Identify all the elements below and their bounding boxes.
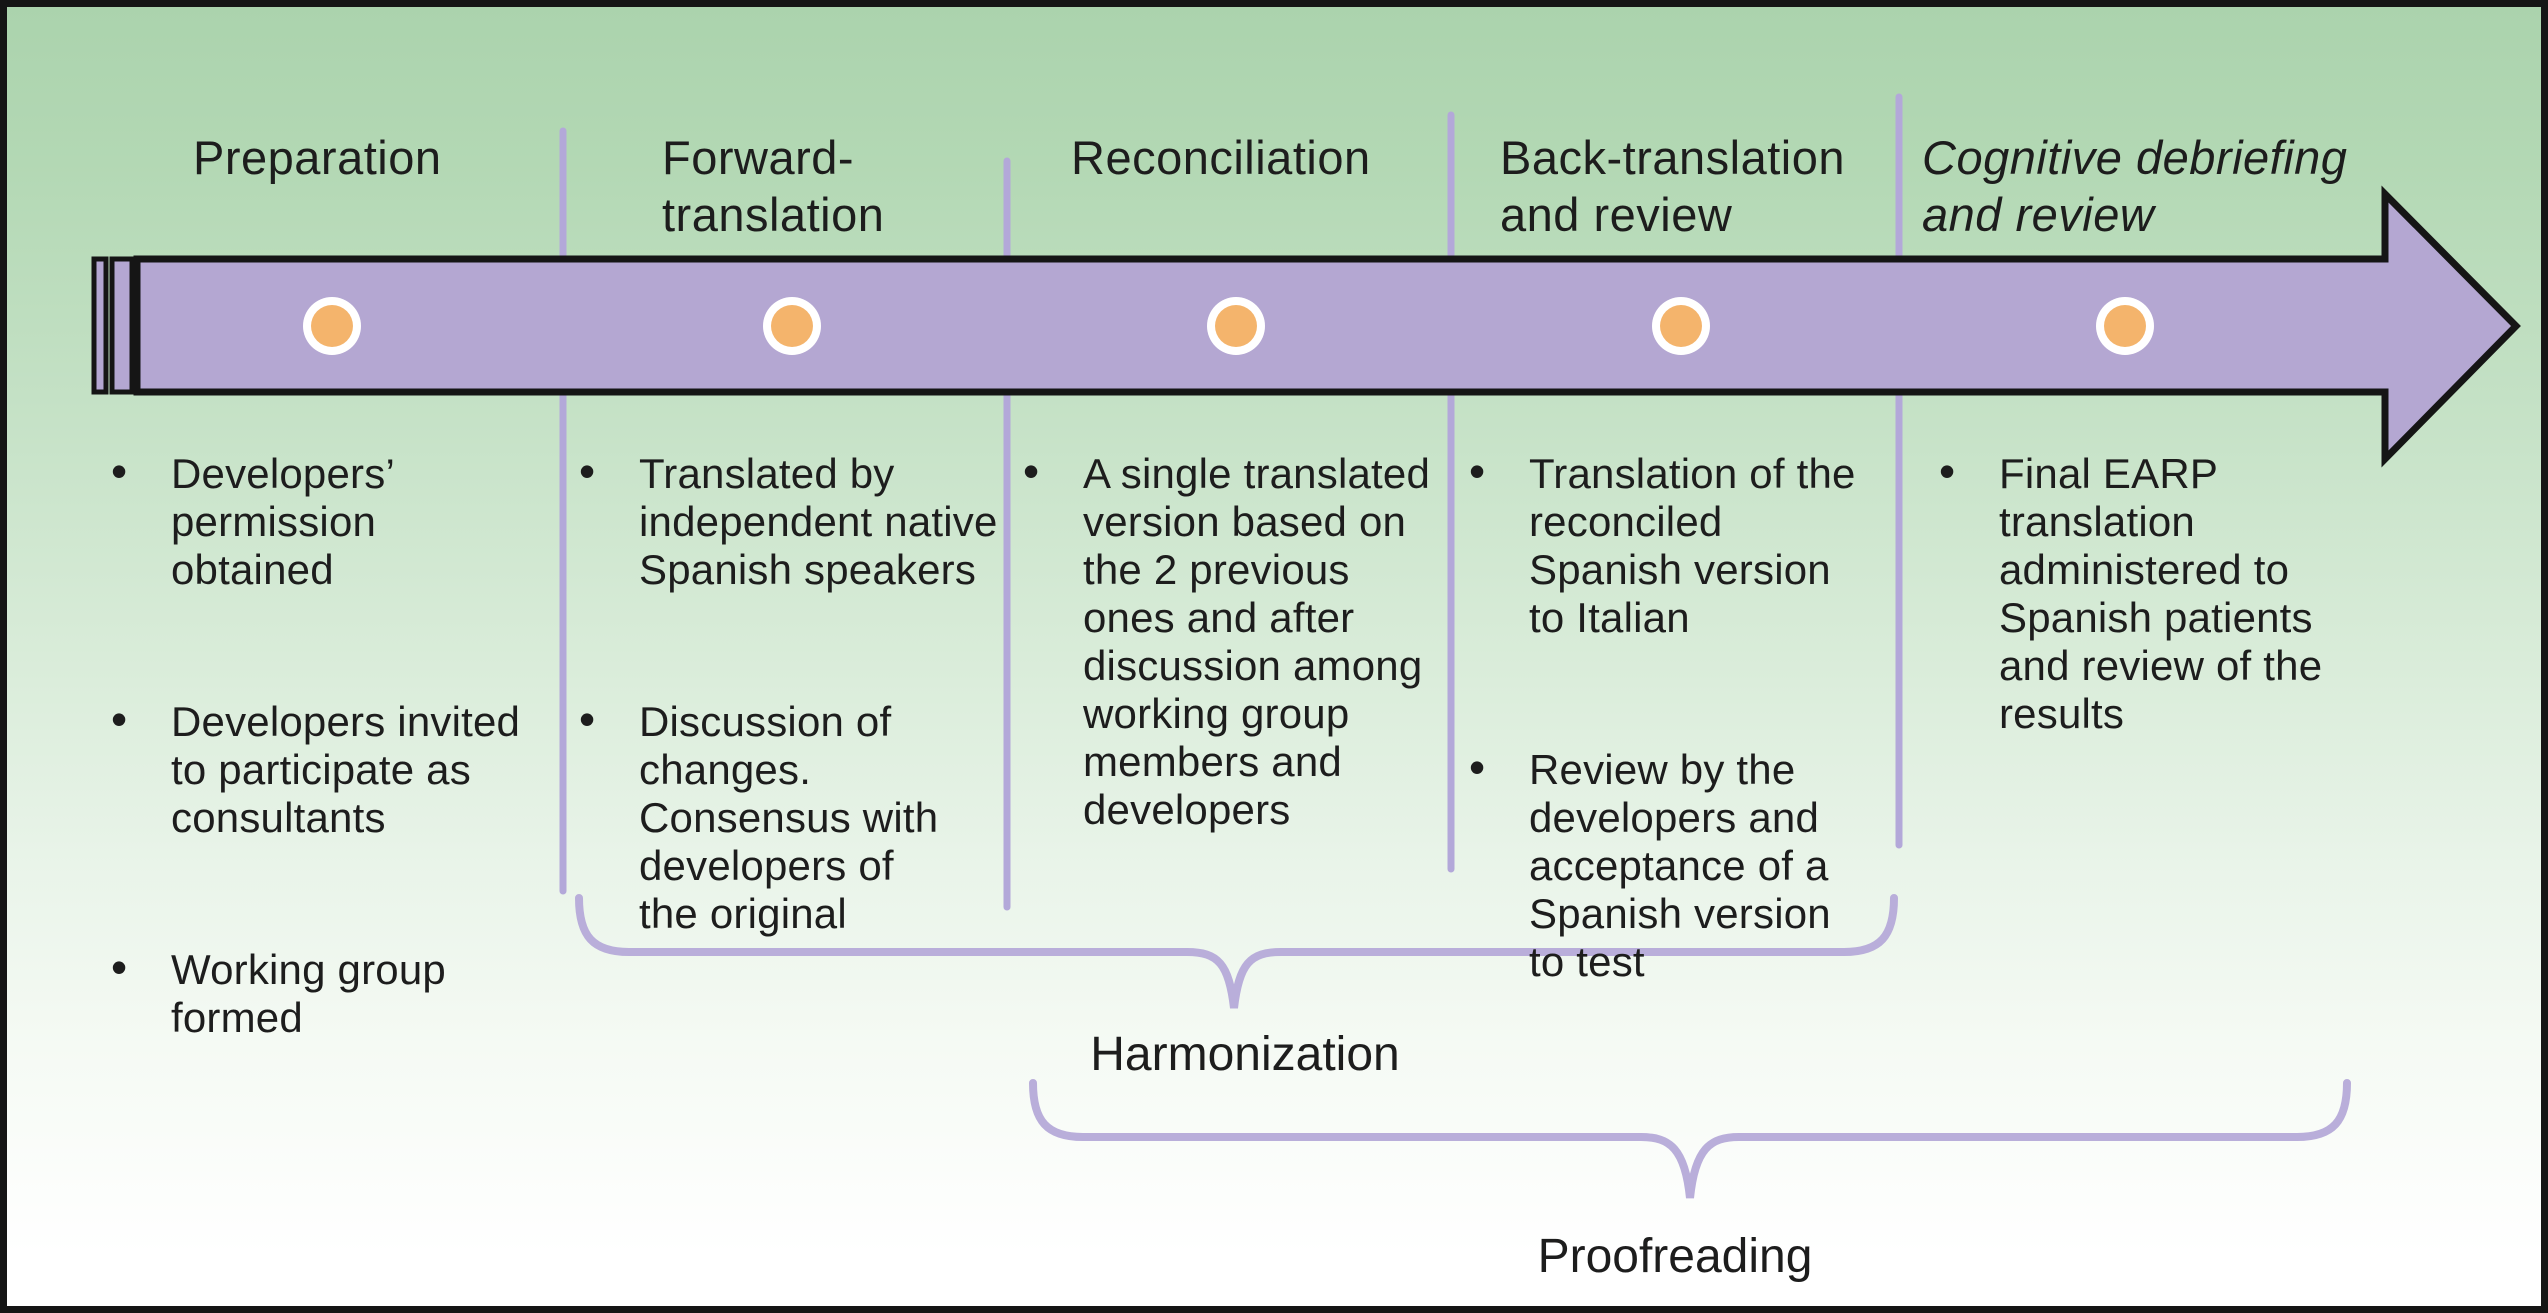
timeline-arrow	[133, 185, 2521, 468]
stage-title-reconciliation: Reconciliation	[1071, 131, 1371, 184]
list-item: • Review by the developers and acceptance…	[1465, 741, 1905, 986]
bullet-list-reconciliation: • A single translated version based on th…	[1019, 402, 1459, 882]
stage-marker-dot-icon	[771, 305, 813, 347]
list-item: • Developers’ permission obtained	[107, 445, 567, 594]
bullet-text: Developers invited to participate as con…	[171, 698, 521, 841]
bullet-list-back-translation: • Translation of the reconciled Spanish v…	[1465, 402, 1905, 1034]
bullet-text: Review by the developers and acceptance …	[1529, 746, 1831, 985]
stage-marker-dots	[303, 297, 2154, 355]
bullet-text: Translation of the reconciled Spanish ve…	[1529, 450, 1856, 641]
stage-marker-dot-icon	[1660, 305, 1702, 347]
bullet-text: Discussion of changes. Consensus with de…	[639, 698, 939, 937]
diagram-shapes	[91, 93, 2521, 1199]
stage-marker-dot-icon	[311, 305, 353, 347]
bullet-icon: •	[1023, 445, 1040, 497]
harmonization-label: Harmonization	[1090, 1028, 1400, 1081]
proofreading-brace	[1029, 1079, 2351, 1199]
list-item: • A single translated version based on th…	[1019, 445, 1459, 834]
bullet-list-preparation: • Developers’ permission obtained • Develo…	[107, 402, 567, 1090]
stage-title-forward-translation: Forward- translation	[662, 131, 885, 241]
bullet-text: A single translated version based on the…	[1083, 450, 1431, 833]
bullet-icon: •	[579, 693, 596, 745]
stage-title-preparation: Preparation	[193, 131, 442, 184]
bullet-icon: •	[1469, 741, 1486, 793]
bullet-text: Developers’ permission obtained	[171, 450, 395, 593]
bullet-icon: •	[111, 445, 128, 497]
bullet-list-forward-translation: • Translated by independent native Spanis…	[575, 402, 1015, 986]
bullet-icon: •	[579, 445, 596, 497]
bullet-text: Translated by independent native Spanish…	[639, 450, 998, 593]
list-item: • Translation of the reconciled Spanish v…	[1465, 445, 1905, 642]
bullet-text: Final EARP translation administered to S…	[1999, 450, 2323, 737]
arrow-tail-bar-2	[109, 256, 135, 395]
bullet-text: Working group formed	[171, 946, 446, 1041]
bullet-icon: •	[111, 693, 128, 745]
list-item: • Discussion of changes. Consensus with d…	[575, 693, 1015, 938]
proofreading-label: Proofreading	[1537, 1230, 1813, 1283]
bullet-icon: •	[1469, 445, 1486, 497]
list-item: • Final EARP translation administered to …	[1935, 445, 2365, 738]
stage-marker-dot-icon	[1215, 305, 1257, 347]
list-item: • Translated by independent native Spanis…	[575, 445, 1015, 594]
bullet-list-cognitive-debriefing: • Final EARP translation administered to …	[1935, 402, 2365, 786]
list-item: • Developers invited to participate as co…	[107, 693, 567, 842]
stage-marker-dot-icon	[2104, 305, 2146, 347]
stage-title-cognitive-debriefing: Cognitive debriefing and review	[1922, 131, 2348, 241]
bullet-icon: •	[1939, 445, 1956, 497]
bullet-icon: •	[111, 941, 128, 993]
stage-title-back-translation: Back-translation and review	[1500, 131, 1845, 241]
list-item: • Working group formed	[107, 941, 567, 1042]
harmonization-brace	[575, 894, 1898, 1009]
arrow-tail-bar-1	[91, 256, 109, 395]
